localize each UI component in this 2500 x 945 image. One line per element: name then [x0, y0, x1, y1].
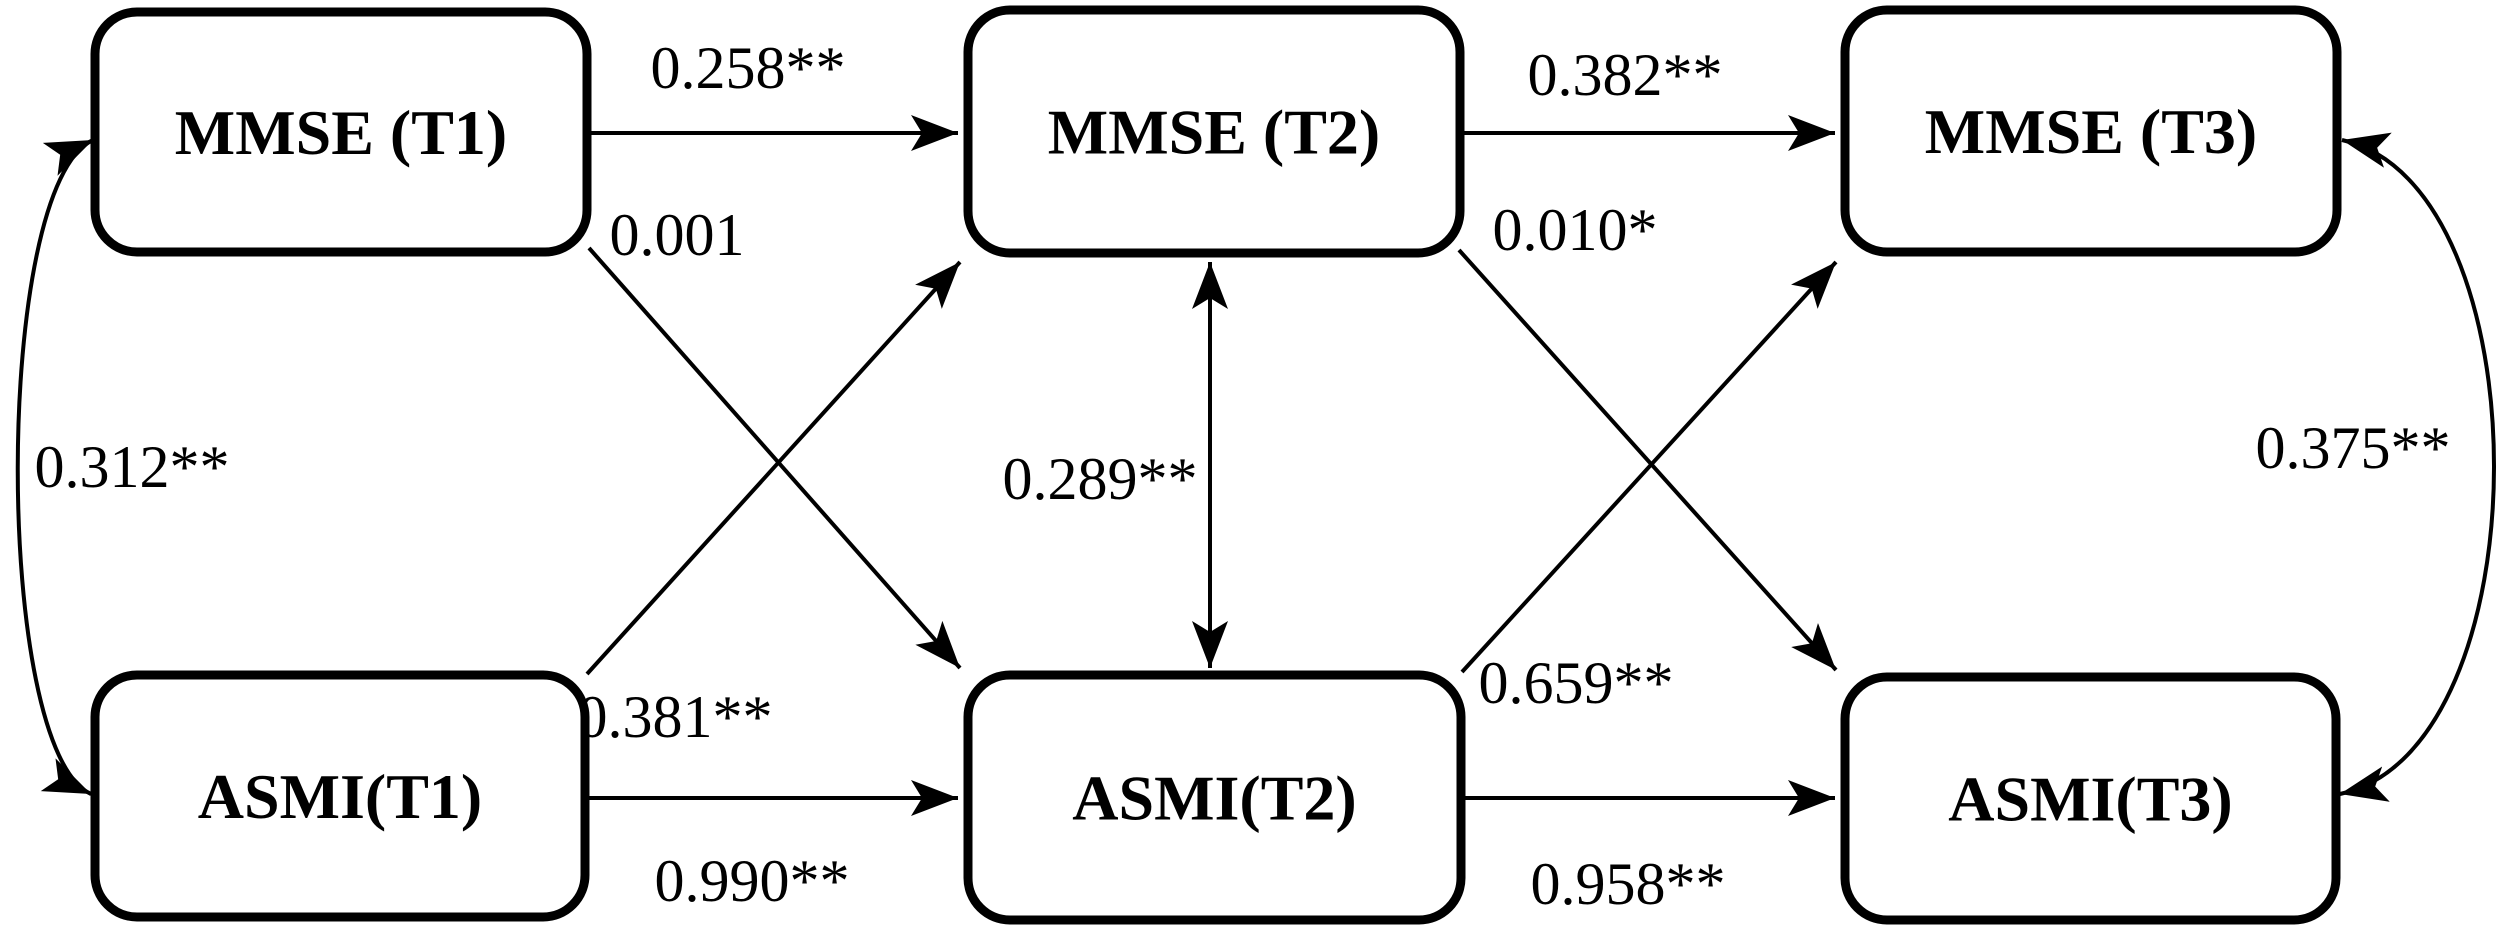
asmi-t1-label: ASMI(T1) — [198, 761, 482, 832]
coefficient-label-mmse-t1-to-mmse-t2: 0.258** — [651, 35, 846, 101]
coefficient-label-asmi-t1-to-asmi-t2: 0.990** — [655, 848, 850, 914]
edge-asmi-t1-to-mmse-t2 — [585, 260, 962, 676]
mmse-t1-box — [90, 7, 592, 257]
coefficient-label-mmse-t1-cov-asmi-t1: 0.312** — [35, 434, 230, 500]
node-asmi-t3: ASMI(T3) — [1840, 672, 2341, 925]
coefficient-label-mmse-t1-to-asmi-t2: 0.001 — [610, 202, 745, 268]
coefficient-label-mmse-t2-to-asmi-t3: 0.010* — [1493, 197, 1658, 263]
mmse-t2-label: MMSE (T2) — [1048, 97, 1380, 168]
edge-mmse-t2-to-asmi-t3 — [1457, 248, 1838, 672]
mmse-t3-box — [1840, 5, 2342, 257]
node-mmse-t2: MMSE (T2) — [963, 5, 1465, 258]
edge-mmse-t1-to-asmi-t2 — [587, 246, 962, 670]
coefficient-label-mmse-t2-to-mmse-t3: 0.382** — [1528, 42, 1723, 108]
edge-mmse-t1-cov-asmi-t1 — [15, 138, 94, 796]
node-asmi-t1: ASMI(T1) — [90, 670, 590, 922]
node-asmi-t2: ASMI(T2) — [963, 670, 1466, 925]
asmi-t2-box — [963, 670, 1466, 925]
asmi-t1-box — [90, 670, 590, 922]
node-mmse-t1: MMSE (T1) — [90, 7, 592, 257]
coefficient-label-asmi-t2-to-mmse-t3: 0.659** — [1479, 650, 1674, 716]
coefficient-label-asmi-t1-to-mmse-t2: 0.381** — [578, 684, 773, 750]
node-mmse-t3: MMSE (T3) — [1840, 5, 2342, 257]
mmse-t3-label: MMSE (T3) — [1925, 96, 2257, 167]
asmi-t2-label: ASMI(T2) — [1072, 763, 1356, 834]
coefficient-label-asmi-t2-to-asmi-t3: 0.958** — [1531, 851, 1726, 917]
edge-mmse-t3-cov-asmi-t3 — [2339, 132, 2496, 802]
mmse-t2-box — [963, 5, 1465, 258]
mmse-t1-label: MMSE (T1) — [175, 97, 507, 168]
asmi-t3-label: ASMI(T3) — [1948, 764, 2232, 835]
coefficient-label-mmse-t2-cov-asmi-t2: 0.289** — [1003, 446, 1198, 512]
asmi-t3-box — [1840, 672, 2341, 925]
coefficient-label-mmse-t3-cov-asmi-t3: 0.375** — [2256, 415, 2451, 481]
edge-asmi-t2-to-mmse-t3 — [1460, 260, 1838, 674]
